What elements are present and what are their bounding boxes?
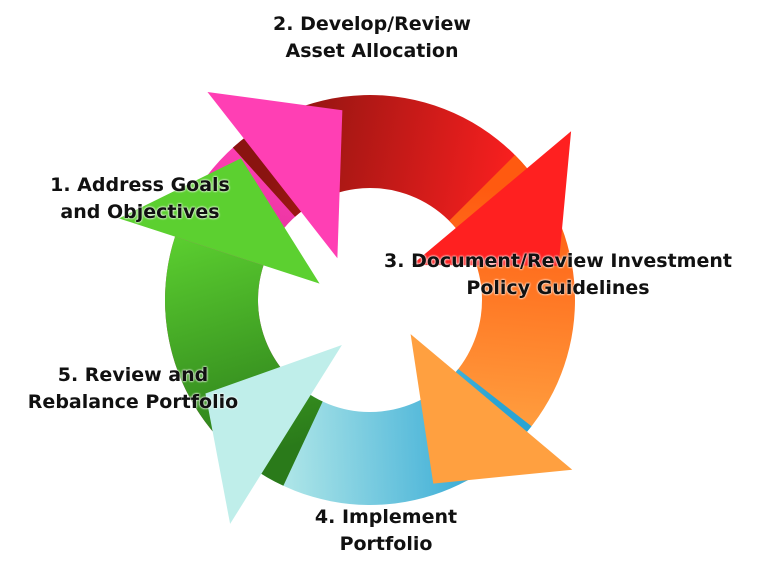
step-2-label: 2. Develop/Review Asset Allocation [273, 11, 471, 65]
step-5-line1: 5. Review and [57, 364, 209, 386]
step-3-arrowhead [410, 334, 573, 484]
step-1-arrowhead [207, 91, 343, 259]
step-1-line1: 1. Address Goals [50, 174, 230, 196]
step-5-line2: Rebalance Portfolio [27, 391, 239, 413]
step-3-label: 3. Document/Review Investment Policy Gui… [384, 248, 732, 302]
step-2-line1: 2. Develop/Review [273, 13, 471, 35]
step-3-line1: 3. Document/Review Investment [384, 250, 732, 272]
step-1-label: 1. Address Goals and Objectives [50, 172, 230, 226]
step-5-arrowhead [118, 158, 320, 284]
step-2-line2: Asset Allocation [285, 40, 459, 62]
step-1-line2: and Objectives [60, 201, 220, 223]
step-4-arrowhead [205, 344, 342, 524]
step-4-label: 4. Implement Portfolio [315, 504, 457, 558]
step-4-line1: 4. Implement [314, 506, 458, 528]
step-2-arrowhead [411, 131, 572, 266]
step-4-line2: Portfolio [339, 533, 433, 555]
step-3-line2: Policy Guidelines [466, 277, 650, 299]
step-5-label: 5. Review and Rebalance Portfolio [28, 362, 238, 416]
